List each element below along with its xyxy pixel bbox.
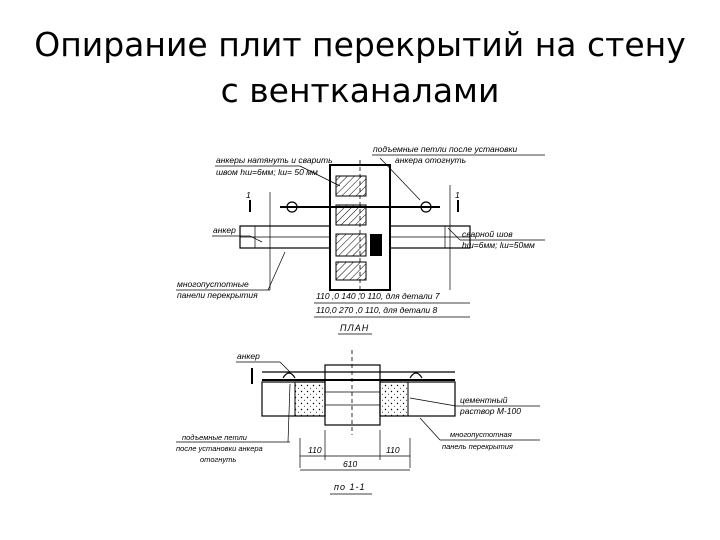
vent-channel-4 (335, 261, 367, 281)
label-anchor: анкер (213, 225, 236, 235)
vent-channel-2 (335, 204, 367, 226)
label-cement-2: раствор М-100 (459, 406, 521, 416)
section-mark-left: 1 (246, 190, 251, 200)
loop-right (409, 372, 423, 379)
section-mark-right: 1 (455, 190, 460, 200)
title-line-2: с вентканалами (220, 71, 500, 110)
wall-block (324, 364, 381, 426)
label-weld-2: hш=6мм; lш=50мм (462, 240, 535, 250)
label-panels: многопустотные (177, 279, 249, 289)
section-caption: по 1-1 (334, 482, 365, 492)
plan-view: 1 1 анкеры натянуть и сварить швом hш=6м… (176, 144, 545, 335)
loop-left (282, 372, 296, 379)
lifting-loop-right (420, 201, 432, 213)
vent-channel-3 (335, 233, 367, 257)
label-panels-2: панели перекрытия (177, 290, 258, 300)
label-lifting-loops: подъемные петли после установки (373, 144, 518, 154)
dim-total: 610 (343, 459, 357, 469)
section-label-loops-3: отогнуть (200, 455, 236, 464)
section-label-anchor: анкер (237, 351, 260, 361)
dims-line-1: 110 ,0 140 ,0 110, для детали 7 (316, 291, 440, 301)
section-label-loops-2: после установки анкера (176, 444, 263, 453)
mortar-right (379, 381, 409, 417)
label-weld: сварной шов (462, 229, 513, 239)
vent-block-dark (370, 234, 382, 256)
slide-title: Опирание плит перекрытий на стену с вент… (0, 22, 720, 114)
label-anchors-weld: анкеры натянуть и сварить (216, 155, 333, 165)
dim-left: 110 (308, 445, 322, 455)
plan-caption: ПЛАН (340, 323, 369, 333)
section-label-panel-2: панель перекрытия (442, 442, 513, 451)
label-cement: цементный (460, 395, 508, 405)
label-lifting-loops-2: анкера отогнуть (395, 155, 466, 165)
dim-right: 110 (386, 445, 400, 455)
label-anchors-weld-2: швом hш=6мм; lш= 50 мм (216, 167, 318, 177)
mortar-left (294, 381, 326, 417)
section-label-loops: подъемные петли (182, 433, 248, 442)
vent-channel-1 (335, 175, 367, 197)
section-view: анкер цементный раствор М-100 подъемные … (176, 350, 540, 495)
title-line-1: Опирание плит перекрытий на стену (34, 25, 686, 64)
lifting-loop-left (286, 201, 298, 213)
dims-line-2: 110,0 270 ,0 110, для детали 8 (316, 305, 437, 315)
section-label-panel: многопустотная (450, 430, 512, 439)
